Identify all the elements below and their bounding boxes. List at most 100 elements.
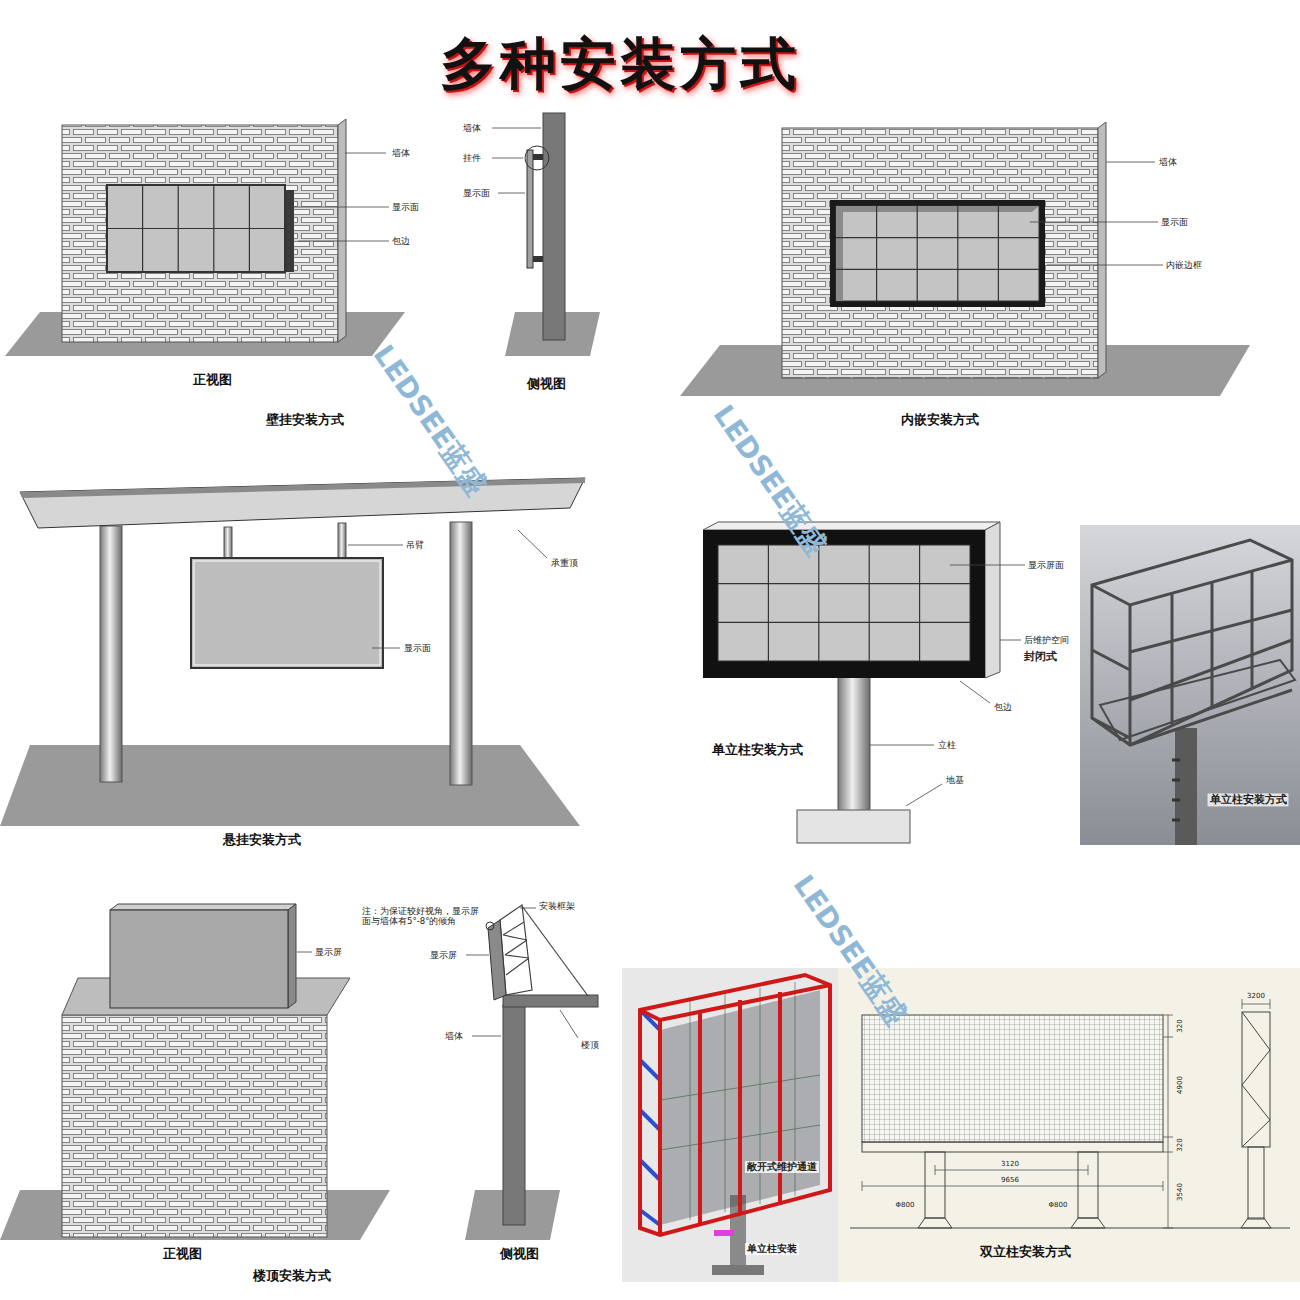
- wall-mount-front: [285, 190, 294, 272]
- double-pillar-drawing: [862, 999, 1270, 1228]
- truss-photo: [1092, 560, 1292, 605]
- frame-photo: [640, 975, 830, 1235]
- leader-line: [870, 745, 934, 746]
- single-pillar-mount: [703, 530, 985, 678]
- frame-photo: [640, 975, 830, 1235]
- frame-photo: [640, 1010, 660, 1225]
- hanging-mount: [100, 526, 122, 782]
- leader-line: [292, 207, 389, 208]
- leader-line: [1047, 265, 1163, 266]
- wall-mount-front: [107, 185, 285, 272]
- leader-line: [348, 545, 403, 546]
- method-caption: 悬挂安装方式: [223, 832, 301, 848]
- wall-mount-side: [543, 113, 565, 340]
- page-title: 多种安装方式: [440, 27, 800, 103]
- frame-photo: [658, 1020, 662, 1235]
- hanging-mount: [338, 523, 346, 558]
- rooftop-side: [486, 922, 494, 930]
- truss-photo: [1211, 582, 1214, 706]
- part-label: 显示面: [404, 643, 431, 654]
- double-pillar-drawing: [1248, 1147, 1264, 1219]
- leader-line: [870, 565, 1025, 806]
- truss-photo: [1175, 728, 1197, 845]
- double-pillar-drawing: [850, 1228, 1290, 1229]
- part-label: 显示屏面: [1028, 560, 1064, 571]
- watermark: LEDSEE蓝盛: [366, 339, 494, 501]
- dimension: 320: [1176, 1136, 1184, 1153]
- part-label: 墙体: [392, 148, 410, 159]
- part-label: 封闭式: [1024, 650, 1057, 663]
- double-pillar-drawing: [862, 1142, 1163, 1152]
- leader-line: [297, 952, 312, 953]
- frame-photo: [622, 968, 838, 1282]
- rooftop-front: [110, 904, 296, 910]
- frame-photo: [660, 990, 820, 1225]
- truss-photo: [1092, 718, 1130, 738]
- leader-line: [960, 681, 990, 703]
- embedded-mount: [782, 128, 1098, 378]
- part-label: 墙体: [445, 1031, 463, 1042]
- double-pillar-drawing: [1242, 999, 1270, 1009]
- dimension: Φ800: [894, 1201, 917, 1209]
- leader-line: [472, 1036, 501, 1037]
- leader-line: [297, 952, 312, 953]
- single-pillar-mount: [797, 810, 910, 843]
- note-text: 注：为保证较好视角，显示屏面与墙体有5°-8°的倾角: [362, 906, 480, 926]
- view-caption: 正视图: [193, 372, 232, 388]
- rooftop-side: [503, 922, 529, 975]
- part-label: 包边: [392, 236, 410, 247]
- rooftop-front: [288, 904, 296, 1008]
- frame-photo: [640, 985, 830, 1020]
- truss-photo: [1080, 525, 1300, 845]
- leader-line: [518, 530, 547, 558]
- rooftop-side: [465, 905, 598, 1240]
- leader-line: [492, 128, 541, 129]
- leader-line: [492, 158, 523, 159]
- part-label: 包边: [994, 702, 1012, 713]
- part-label: 墙体: [463, 123, 481, 134]
- leader-line: [492, 128, 541, 193]
- double-pillar-drawing: [1242, 1012, 1270, 1147]
- leader-line: [498, 193, 525, 194]
- embedded-mount: [830, 200, 1045, 307]
- photo-caption: 单立柱安装方式: [1208, 793, 1289, 806]
- dimension: 3540: [1176, 1181, 1184, 1203]
- embedded-mount: [836, 206, 1039, 301]
- hanging-mount: [194, 561, 380, 665]
- leader-line: [1000, 640, 1021, 641]
- part-label: 显示面: [1161, 217, 1188, 228]
- hanging-mount: [191, 558, 383, 668]
- leader-line: [1030, 222, 1158, 223]
- truss-photo: [1130, 610, 1292, 652]
- dimension: Φ800: [1047, 1201, 1070, 1209]
- rooftop-front: [0, 904, 390, 1240]
- wall-mount-side: [533, 256, 543, 262]
- leader-line: [520, 908, 536, 909]
- part-label: 挂件: [463, 153, 481, 164]
- double-pillar-drawing: [1163, 1015, 1173, 1228]
- single-pillar-mount: [718, 545, 970, 661]
- leader-line: [466, 908, 578, 1038]
- method-caption: 楼顶安装方式: [253, 1268, 331, 1284]
- method-caption: 壁挂安装方式: [266, 412, 344, 428]
- method-caption: 内嵌安装方式: [901, 412, 979, 428]
- truss-photo: [1172, 760, 1180, 820]
- rooftop-front: [110, 910, 288, 1008]
- frame-photo: [622, 968, 838, 1282]
- photo-caption: 敞开式维护通道: [745, 1161, 819, 1173]
- leader-line: [950, 565, 1025, 566]
- dimension: 3120: [999, 1160, 1021, 1168]
- leader-line: [1106, 162, 1155, 163]
- part-label: 安装框架: [539, 901, 575, 912]
- part-label: 立柱: [938, 740, 956, 751]
- method-caption: 双立柱安装方式: [980, 1244, 1071, 1260]
- truss-photo: [1129, 605, 1132, 745]
- truss-photo: [1092, 540, 1295, 745]
- truss-photo: [1080, 525, 1300, 845]
- truss-photo: [1092, 540, 1292, 745]
- truss-photo: [1092, 650, 1130, 670]
- hanging-mount: [450, 522, 472, 785]
- part-label: 显示屏: [315, 947, 342, 958]
- rooftop-side: [503, 995, 598, 1007]
